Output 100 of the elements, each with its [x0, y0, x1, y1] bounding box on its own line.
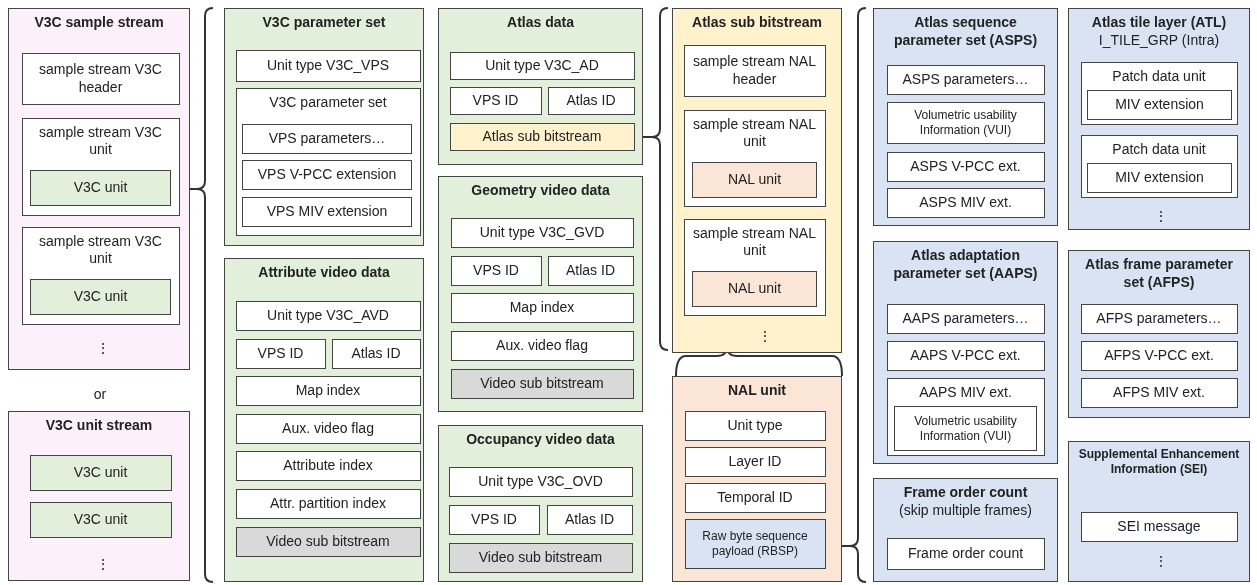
field-box: Frame order count: [886, 537, 1045, 570]
field-box: Map index: [450, 292, 634, 323]
field-box: Unit type V3C_AVD: [235, 300, 421, 331]
field-box: NAL unit: [692, 162, 817, 198]
field-box: VPS ID: [235, 338, 326, 369]
section-title: AAPS MIV ext.: [918, 383, 1013, 401]
field-group-box: [21, 117, 180, 216]
field-box: Unit type V3C_OVD: [448, 466, 633, 497]
field-box: MIV extension: [1087, 90, 1232, 120]
field-group-box: [886, 377, 1045, 456]
field-box: Volumetric usability Information (VUI): [886, 101, 1045, 144]
field-box: Video sub bitstream: [235, 526, 421, 557]
field-box: V3C unit: [30, 170, 171, 206]
section-panel: [8, 8, 190, 370]
field-box: AFPS MIV ext.: [1080, 377, 1238, 408]
section-title: Atlas sequence parameter set (ASPS): [892, 14, 1039, 49]
ellipsis-mark: ⋮: [1153, 553, 1169, 569]
field-group-box: [1080, 134, 1238, 198]
connector-word: or: [92, 386, 108, 402]
field-box: Attr. partition index: [235, 488, 421, 519]
section-title: V3C unit stream: [44, 417, 154, 435]
section-title: V3C sample stream: [33, 14, 165, 32]
section-title: sample stream V3C unit: [38, 123, 163, 159]
section-panel: [438, 8, 643, 165]
field-box: NAL unit: [692, 271, 817, 307]
field-box: Attribute index: [235, 450, 421, 481]
section-title: NAL unit: [726, 382, 788, 400]
field-box: Unit type: [684, 410, 826, 441]
section-title: sample stream NAL unit: [692, 224, 817, 260]
field-box: MIV extension: [1087, 163, 1232, 193]
ellipsis-mark: ⋮: [1153, 208, 1169, 224]
section-subtitle: (skip multiple frames): [898, 501, 1033, 519]
section-title: Atlas data: [506, 14, 575, 32]
field-box: Atlas ID: [546, 504, 633, 535]
field-box: V3C unit: [29, 501, 172, 538]
field-box: Atlas ID: [547, 255, 634, 286]
section-title: Patch data unit: [1111, 67, 1207, 85]
field-box: sample stream V3C header: [21, 52, 180, 105]
section-title: Atlas sub bitstream: [691, 14, 823, 32]
field-box: SEI message: [1080, 511, 1238, 542]
field-box: AFPS parameters…: [1080, 303, 1238, 334]
field-box: VPS ID: [450, 255, 542, 286]
ellipsis-mark: ⋮: [95, 340, 111, 356]
field-box: ASPS V-PCC ext.: [886, 151, 1045, 182]
field-box: Volumetric usability Information (VUI): [894, 406, 1037, 451]
field-box: Map index: [235, 375, 421, 406]
section-panel: [1068, 250, 1250, 418]
section-panel: [438, 176, 643, 412]
field-box: Unit type V3C_VPS: [235, 49, 421, 82]
field-box: Unit type V3C_GVD: [450, 217, 634, 248]
field-box: ASPS MIV ext.: [886, 187, 1045, 218]
field-box: V3C unit: [29, 454, 172, 491]
section-title: Atlas frame parameter set (AFPS): [1084, 256, 1234, 291]
section-title: sample stream NAL unit: [692, 115, 817, 151]
field-box: Aux. video flag: [450, 330, 634, 361]
field-box: Video sub bitstream: [450, 368, 634, 399]
section-panel: [8, 411, 190, 581]
field-box: AAPS parameters…: [886, 303, 1045, 334]
section-panel: [224, 258, 424, 582]
section-title: Attribute video data: [257, 264, 391, 282]
section-title: sample stream V3C unit: [38, 232, 163, 268]
field-box: VPS MIV extension: [242, 197, 412, 227]
field-box: VPS ID: [448, 504, 540, 535]
section-panel: [438, 425, 643, 582]
section-title: Frame order count: [902, 484, 1029, 502]
section-panel: [1068, 8, 1250, 230]
field-group-box: [683, 109, 826, 207]
section-title: Atlas adaptation parameter set (AAPS): [892, 247, 1039, 282]
field-group-box: [21, 226, 180, 325]
field-box: VPS ID: [449, 86, 542, 115]
field-box: Video sub bitstream: [448, 542, 633, 573]
field-box: VPS V-PCC extension: [242, 160, 412, 190]
field-group-box: [235, 87, 421, 236]
field-box: Unit type V3C_AD: [449, 51, 635, 80]
field-box: Atlas sub bitstream: [449, 122, 635, 151]
field-box: Atlas ID: [547, 86, 635, 115]
field-box: ASPS parameters…: [886, 64, 1045, 95]
section-title: Atlas tile layer (ATL): [1090, 14, 1228, 32]
field-group-box: [1080, 61, 1238, 125]
field-box: Aux. video flag: [235, 413, 421, 444]
field-box: AAPS V-PCC ext.: [886, 340, 1045, 371]
ellipsis-mark: ⋮: [95, 556, 111, 572]
section-panel: [873, 8, 1058, 226]
section-title: Supplemental Enhancement Information (SEI): [1077, 447, 1241, 477]
section-panel: [672, 376, 842, 582]
field-box: sample stream NAL header: [683, 44, 826, 97]
section-title: Patch data unit: [1111, 140, 1207, 158]
section-subtitle: I_TILE_GRP (Intra): [1097, 31, 1221, 49]
field-box: Raw byte sequence payload (RBSP): [684, 518, 826, 569]
field-box: VPS parameters…: [242, 124, 412, 154]
ellipsis-mark: ⋮: [757, 328, 773, 344]
section-panel: [873, 478, 1058, 582]
section-title: Occupancy video data: [465, 431, 616, 449]
field-box: V3C unit: [30, 279, 171, 315]
field-box: AFPS V-PCC ext.: [1080, 340, 1238, 371]
field-box: Temporal ID: [684, 482, 826, 513]
section-title: V3C parameter set: [268, 93, 388, 111]
section-title: Geometry video data: [470, 182, 611, 200]
section-panel: [1068, 441, 1250, 582]
section-panel: [873, 241, 1058, 464]
